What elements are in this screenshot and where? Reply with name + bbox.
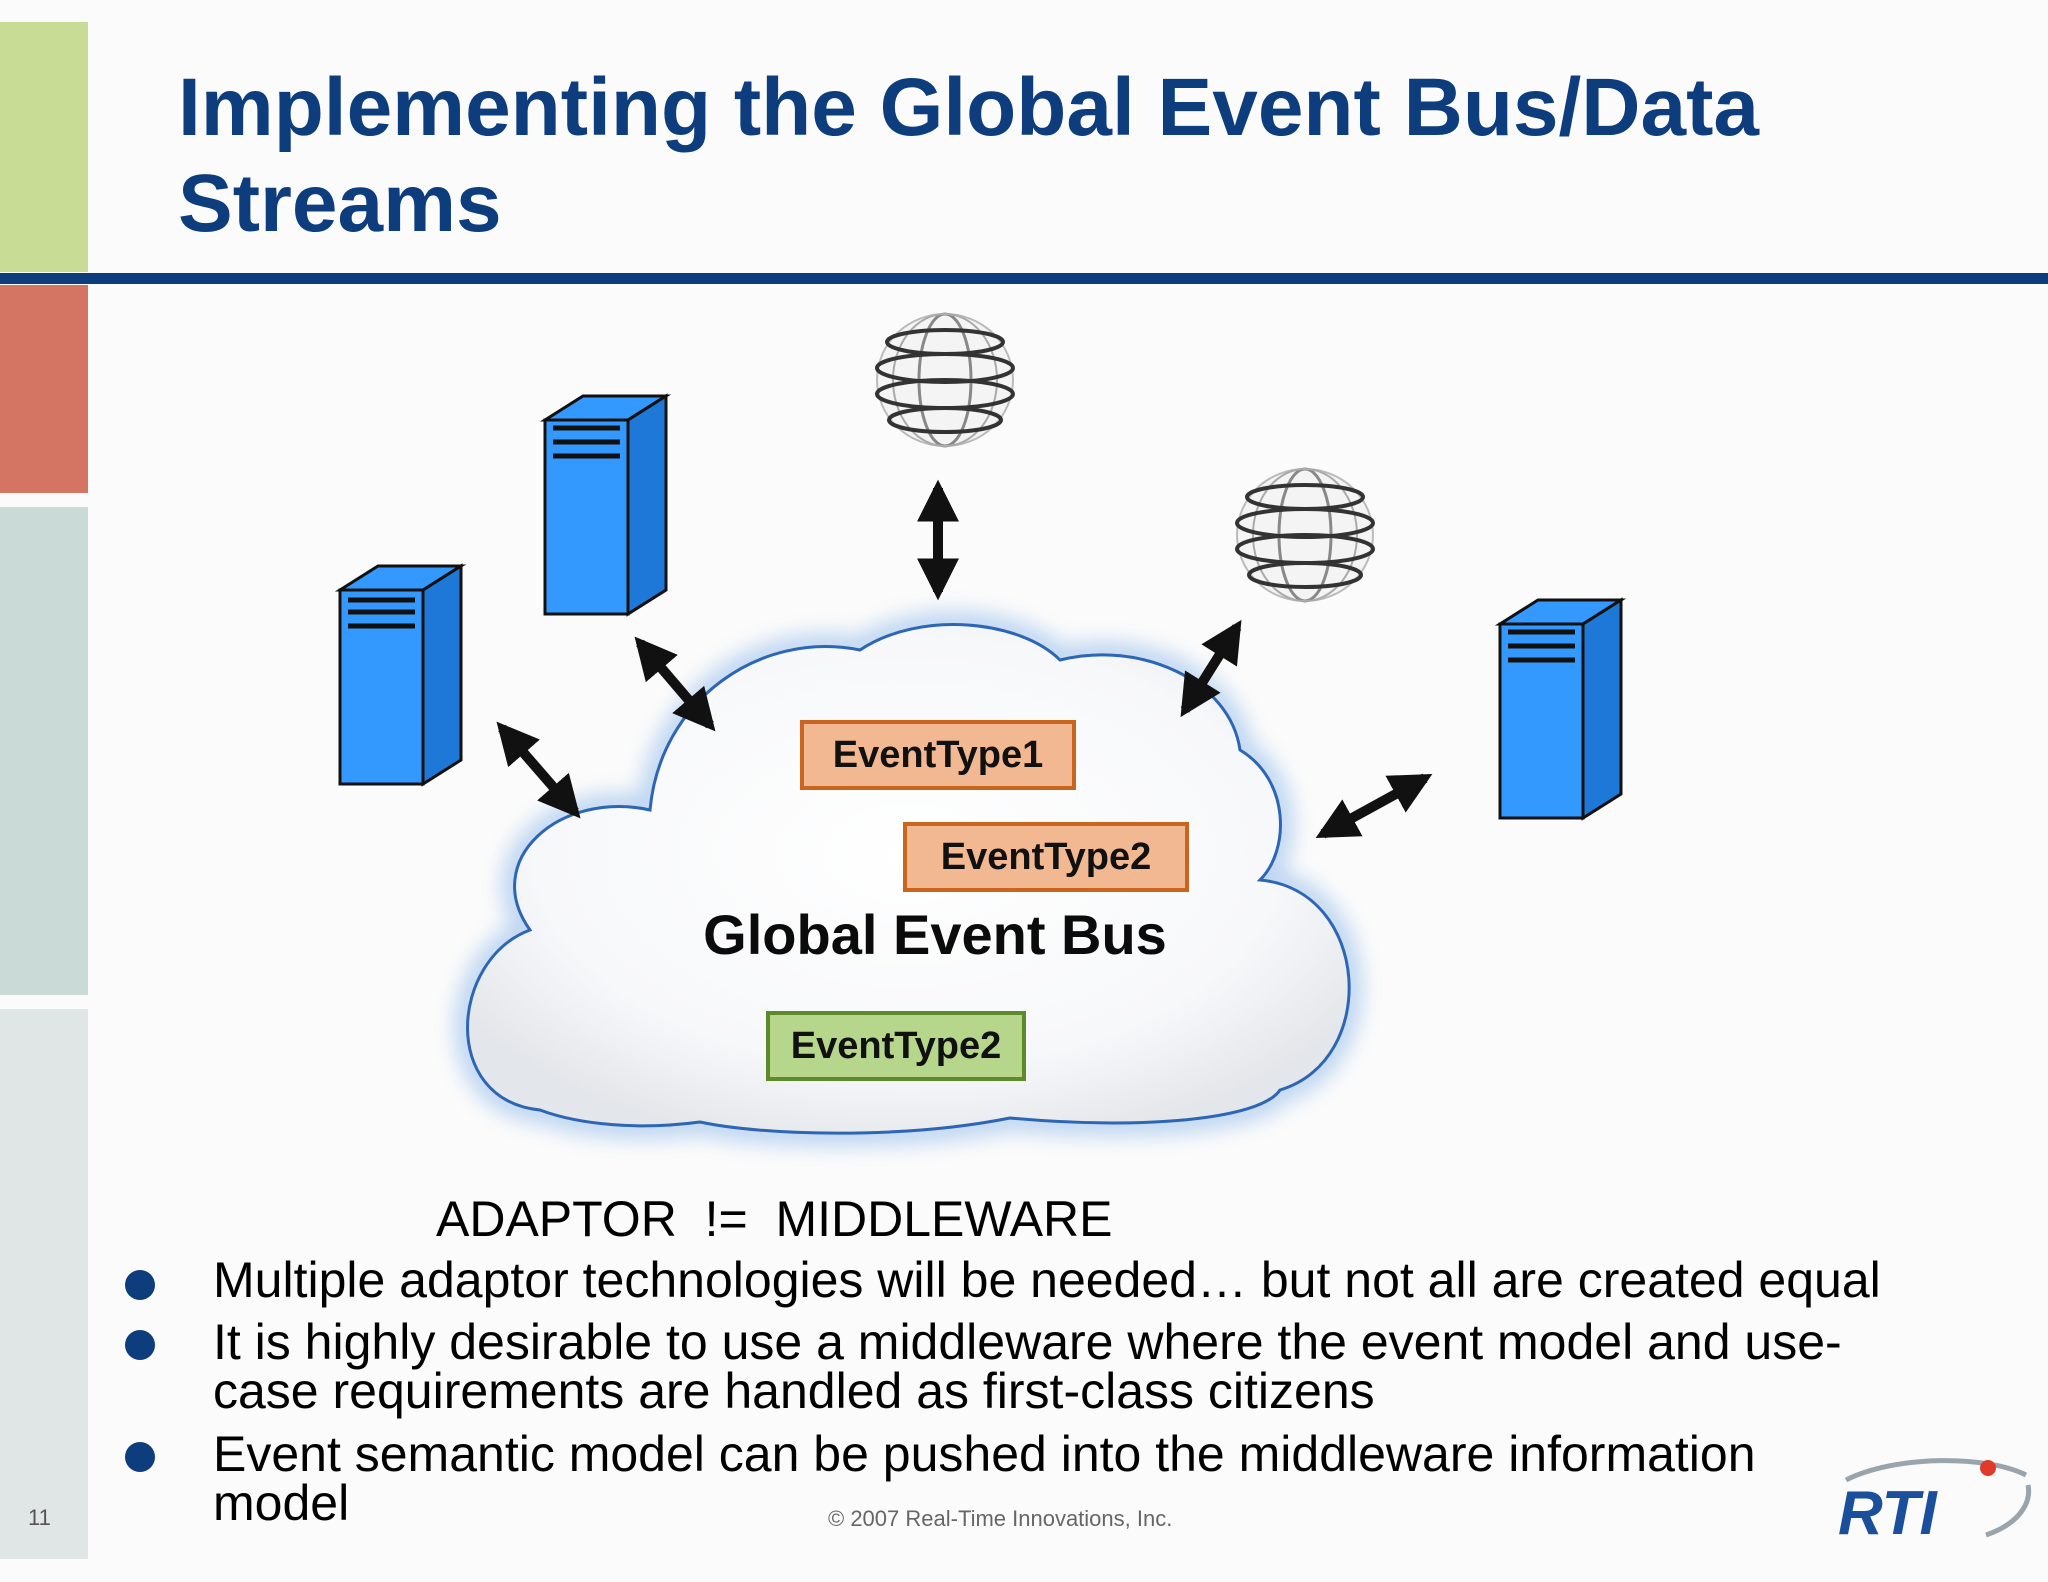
event-type-box: EventType2	[903, 822, 1189, 892]
bullet-text: It is highly desirable to use a middlewa…	[213, 1314, 1842, 1419]
double-arrow-icon	[634, 636, 716, 732]
side-strip-green	[0, 22, 88, 272]
event-type-box: EventType1	[800, 720, 1076, 790]
server-icon	[1494, 597, 1627, 821]
event-type-box: EventType2	[766, 1011, 1026, 1081]
global-event-bus-label: Global Event Bus	[703, 903, 1167, 966]
bullet-text: Event semantic model can be pushed into …	[213, 1426, 1756, 1531]
copyright-notice: © 2007 Real-Time Innovations, Inc.	[828, 1506, 1173, 1531]
bullet-text: Multiple adaptor technologies will be ne…	[213, 1252, 1881, 1308]
bullet-dot	[125, 1442, 155, 1472]
side-strip-teal	[0, 507, 88, 995]
bullet-dot	[125, 1270, 155, 1300]
slide-title: Implementing the Global Event Bus/Data S…	[178, 62, 1760, 249]
svg-text:RTI: RTI	[1838, 1479, 1939, 1548]
globe-icon	[1235, 467, 1375, 603]
server-icon	[334, 563, 467, 787]
page-number: 11	[28, 1505, 51, 1530]
side-strip-red	[0, 285, 88, 493]
globe-icon	[875, 312, 1015, 448]
bullet-dot	[125, 1330, 155, 1360]
side-strip-gray	[0, 1009, 88, 1559]
double-arrow-icon	[1315, 773, 1433, 839]
title-divider	[0, 273, 2048, 284]
adaptor-statement: ADAPTOR != MIDDLEWARE	[436, 1191, 1113, 1247]
double-arrow-icon	[496, 721, 581, 819]
double-arrow-icon	[1180, 619, 1242, 718]
server-icon	[539, 393, 672, 617]
rti-logo: RTI	[1838, 1458, 2032, 1548]
